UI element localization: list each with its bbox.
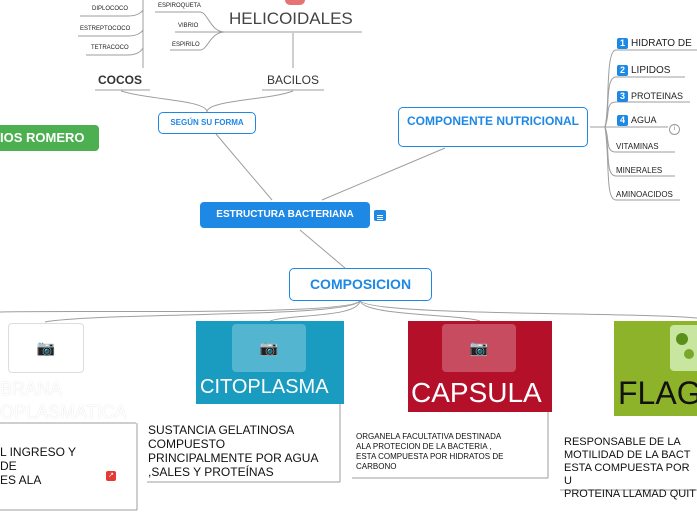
componente-label: COMPONENTE NUTRICIONAL: [407, 114, 579, 128]
componente-item-2-text: LIPIDOS: [631, 65, 671, 76]
componente-item-3-text: PROTEINAS: [631, 91, 684, 101]
notes-icon-glyph: [377, 215, 383, 220]
flagelo-desc-line: ESTA COMPUESTA POR U: [564, 462, 690, 487]
capsula-desc: ORGANELA FACULTATIVA DESTINADA ALA PROTE…: [356, 432, 503, 472]
camera-icon: 📷: [259, 340, 279, 357]
citoplasma-photo[interactable]: 📷: [232, 324, 306, 372]
membrana-desc-line: DE: [0, 459, 17, 473]
capsula-desc-line: ALA PROTECION DE LA BACTERIA ,: [356, 442, 492, 451]
citoplasma-desc-line: PRINCIPALMENTE POR AGUA: [148, 451, 319, 465]
citoplasma-desc-line: COMPUESTO: [148, 437, 226, 451]
bacteria-graphic: [684, 349, 694, 359]
helicoidal-item-espirilo[interactable]: ESPIRILO: [172, 42, 200, 48]
componente-nutricional-node[interactable]: COMPONENTE NUTRICIONAL: [398, 107, 588, 147]
number-badge-3: 3: [617, 91, 628, 102]
membrana-desc: L INGRESO Y DE ES ALA: [0, 445, 76, 487]
notes-icon[interactable]: [374, 210, 386, 221]
link-icon[interactable]: ↗: [106, 471, 116, 481]
componente-item-vitaminas[interactable]: VITAMINAS: [616, 142, 659, 151]
number-badge-2: 2: [617, 65, 628, 76]
cocos-item-tetracoco[interactable]: TETRACOCO: [91, 45, 129, 51]
componente-item-1-text: HIDRATO DE: [631, 38, 692, 49]
citoplasma-desc: SUSTANCIA GELATINOSA COMPUESTO PRINCIPAL…: [148, 423, 318, 479]
componente-item-4-text: AGUA: [631, 115, 657, 125]
capsula-desc-line: ORGANELA FACULTATIVA DESTINADA: [356, 432, 502, 441]
citoplasma-desc-line: ,SALES Y PROTEÍNAS: [148, 465, 274, 479]
helicoidales-node[interactable]: HELICOIDALES: [229, 9, 353, 28]
capsula-desc-line: ESTA COMPUESTA POR HIDRATOS DE: [356, 452, 504, 461]
flagelo-desc-line: MOTILIDAD DE LA BACT: [564, 449, 691, 461]
flagelo-desc-line: PROTEINA LLAMAD QUIT: [564, 488, 697, 500]
bacteria-graphic: [676, 333, 688, 345]
capsula-card[interactable]: 📷 CAPSULA: [408, 321, 552, 412]
citoplasma-desc-line: SUSTANCIA GELATINOSA: [148, 423, 295, 437]
partial-image-top: [285, 0, 305, 5]
camera-icon: 📷: [469, 340, 489, 357]
membrana-title-line1: BRANA: [0, 379, 63, 399]
helicoidal-item-espiroqueta[interactable]: ESPIROQUETA: [158, 3, 201, 9]
flagelo-desc-line: RESPONSABLE DE LA: [564, 436, 681, 448]
number-badge-4: 4: [617, 115, 628, 126]
flagelo-desc: RESPONSABLE DE LA MOTILIDAD DE LA BACT E…: [564, 436, 697, 501]
flagelo-photo[interactable]: [670, 325, 697, 371]
flagelo-card[interactable]: FLAG: [614, 321, 697, 416]
composicion-node[interactable]: COMPOSICION: [289, 268, 432, 301]
membrana-photo[interactable]: 📷: [8, 323, 84, 373]
membrana-desc-line: L INGRESO Y: [0, 445, 77, 459]
info-icon[interactable]: i: [669, 124, 680, 135]
citoplasma-title: CITOPLASMA: [200, 376, 329, 398]
flagelo-title: FLAG: [618, 375, 697, 411]
helicoidal-item-vibrio[interactable]: VIBRIO: [178, 23, 199, 29]
cocos-item-estreptococo[interactable]: ESTREPTOCOCO: [80, 26, 131, 32]
capsula-desc-line: CARBONO: [356, 462, 397, 471]
camera-icon: 📷: [36, 340, 56, 357]
componente-item-aminoacidos[interactable]: AMINOACIDOS: [616, 190, 673, 199]
estructura-bacteriana-node[interactable]: ESTRUCTURA BACTERIANA: [200, 202, 370, 228]
author-label: IOS ROMERO: [0, 130, 85, 145]
cocos-node[interactable]: COCOS: [98, 73, 143, 87]
number-badge-1: 1: [617, 38, 628, 49]
cocos-item-diplococo[interactable]: DIPLOCOCO: [92, 6, 129, 12]
membrana-title-line2: OPLASMATICA: [0, 402, 127, 422]
componente-item-minerales[interactable]: MINERALES: [616, 166, 663, 175]
segun-su-forma-node[interactable]: SEGÚN SU FORMA: [158, 112, 256, 134]
capsula-title: CAPSULA: [411, 377, 542, 408]
citoplasma-card[interactable]: 📷 CITOPLASMA: [196, 321, 344, 404]
bacilos-node[interactable]: BACILOS: [267, 73, 320, 87]
capsula-photo[interactable]: 📷: [442, 324, 516, 372]
author-badge[interactable]: IOS ROMERO: [0, 125, 99, 151]
membrana-desc-line: ES ALA: [0, 473, 42, 487]
